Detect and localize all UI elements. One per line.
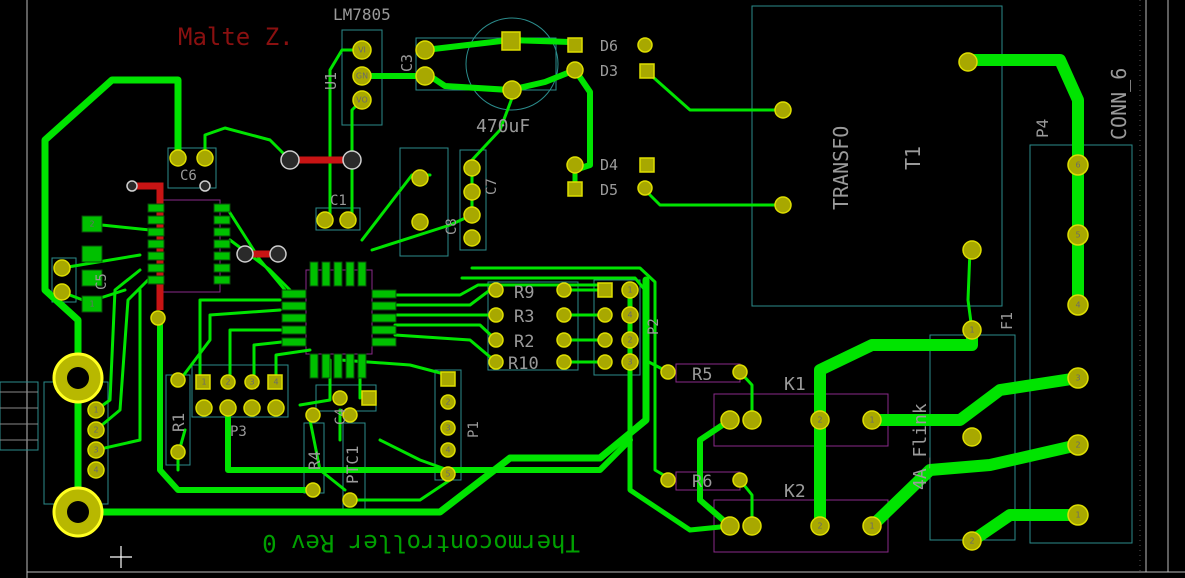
label-r3: R3 <box>514 307 534 327</box>
label-r9: R9 <box>514 283 534 303</box>
label-d3: D3 <box>600 62 618 80</box>
svg-text:5: 5 <box>1075 231 1080 240</box>
svg-text:4: 4 <box>1075 301 1080 310</box>
label-r2: R2 <box>514 332 534 352</box>
label-cap-value: 470uF <box>476 116 530 137</box>
svg-text:GN: GN <box>356 72 368 81</box>
svg-text:3: 3 <box>93 446 98 455</box>
label-d4: D4 <box>600 156 618 174</box>
silkscreen-labels: LM7805 U1 C3 470uF D6 D3 D4 D5 C6 C1 C5 … <box>94 5 1131 502</box>
svg-text:3: 3 <box>1075 374 1080 383</box>
smd-pads <box>81 203 397 379</box>
label-t1: T1 <box>901 146 925 170</box>
svg-text:3: 3 <box>249 378 254 387</box>
label-ptc1: PTC1 <box>343 445 362 484</box>
svg-text:4: 4 <box>273 378 278 387</box>
svg-text:2: 2 <box>445 398 450 407</box>
label-r10: R10 <box>508 354 539 374</box>
red-tracks <box>132 156 352 310</box>
label-u1: U1 <box>322 72 340 90</box>
svg-text:2: 2 <box>225 378 230 387</box>
vias <box>126 150 362 263</box>
label-d6: D6 <box>600 37 618 55</box>
label-c1: C1 <box>330 193 347 209</box>
svg-text:VO: VO <box>356 96 368 105</box>
svg-text:4: 4 <box>93 466 98 475</box>
label-p1: P1 <box>466 421 482 438</box>
author-text: Malte Z. <box>178 23 294 51</box>
svg-text:2: 2 <box>1075 441 1080 450</box>
svg-text:1: 1 <box>869 416 874 425</box>
crosshair-icon <box>110 546 132 568</box>
label-r4: R4 <box>305 451 324 470</box>
svg-text:1: 1 <box>201 378 206 387</box>
svg-text:3: 3 <box>627 358 632 367</box>
svg-text:5: 5 <box>445 470 450 479</box>
svg-text:2: 2 <box>969 537 974 546</box>
label-p4: P4 <box>1033 119 1052 138</box>
board-title-text: Thermocontroller Rev 0 <box>262 529 580 557</box>
label-k1: K1 <box>784 374 806 395</box>
label-f1: F1 <box>998 312 1016 330</box>
label-r6: R6 <box>692 472 712 492</box>
svg-text:2: 2 <box>817 522 822 531</box>
label-k2: K2 <box>784 481 806 502</box>
label-c3: C3 <box>398 54 416 72</box>
svg-text:2: 2 <box>89 220 94 229</box>
label-p2: P2 <box>646 318 662 335</box>
svg-text:1: 1 <box>969 326 974 335</box>
svg-text:2: 2 <box>93 426 98 435</box>
label-c7: C7 <box>484 178 500 195</box>
svg-text:1: 1 <box>627 286 632 295</box>
label-p3: P3 <box>230 424 247 440</box>
svg-text:4: 4 <box>445 446 450 455</box>
svg-text:2: 2 <box>627 336 632 345</box>
label-lm7805: LM7805 <box>333 5 391 24</box>
svg-text:6: 6 <box>1075 161 1080 170</box>
through-hole-pads <box>53 31 1089 551</box>
label-r1: R1 <box>169 413 188 432</box>
bus-lines-left <box>0 391 38 441</box>
label-r5: R5 <box>692 365 712 385</box>
label-c8: C8 <box>444 218 460 235</box>
label-conn6: CONN_6 <box>1107 68 1131 140</box>
label-c4: C4 <box>333 408 349 425</box>
svg-text:1: 1 <box>93 406 98 415</box>
svg-text:2: 2 <box>817 416 822 425</box>
svg-text:3: 3 <box>445 424 450 433</box>
label-c6: C6 <box>180 168 197 184</box>
svg-text:4: 4 <box>627 311 632 320</box>
svg-text:1: 1 <box>1075 511 1080 520</box>
svg-text:1: 1 <box>869 522 874 531</box>
label-transfo: TRANSFO <box>829 126 853 210</box>
svg-text:VI: VI <box>358 46 366 55</box>
svg-text:1: 1 <box>89 300 94 309</box>
mounting-holes <box>52 352 104 538</box>
label-fuse-value: 4A_Flink <box>910 403 931 490</box>
label-d5: D5 <box>600 181 618 199</box>
capacitor-outline <box>465 17 559 111</box>
label-c5: C5 <box>94 273 110 290</box>
board-outline <box>26 0 1185 578</box>
pad-numbers: VI GN VO 6 5 4 3 2 1 2 1 2 1 2 1 1 4 2 3… <box>89 46 1080 546</box>
